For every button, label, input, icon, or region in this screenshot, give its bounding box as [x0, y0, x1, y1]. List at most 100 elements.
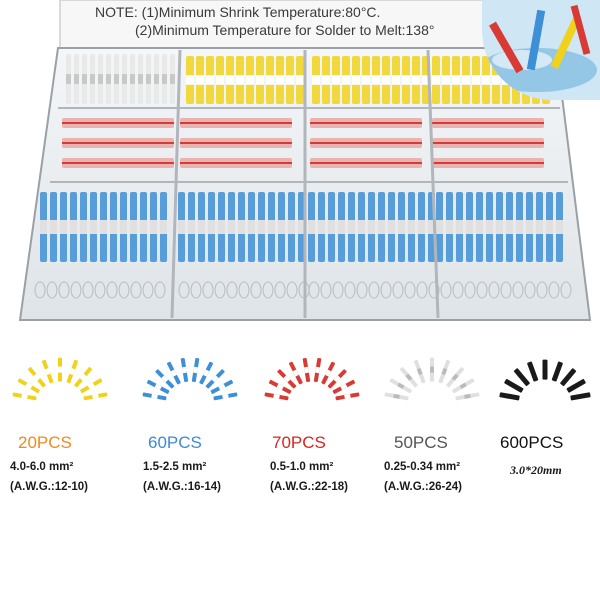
solder-band: [308, 220, 315, 234]
solder-band: [408, 220, 415, 234]
solder-band: [206, 75, 214, 85]
solder-band: [151, 393, 158, 399]
solder-band: [422, 75, 430, 85]
solder-band: [216, 75, 224, 85]
solder-band: [462, 75, 470, 85]
tube-end: [476, 281, 488, 299]
product-photo: [18, 0, 592, 321]
solder-band: [482, 75, 490, 85]
tube-end: [464, 281, 476, 299]
solder-band: [322, 75, 330, 85]
tube-end: [130, 281, 142, 299]
solder-band: [286, 75, 294, 85]
solder-band: [74, 74, 79, 84]
solder-band: [556, 220, 563, 234]
solder-band: [332, 75, 340, 85]
solder-band: [198, 220, 205, 234]
solder-band: [486, 220, 493, 234]
solder-band: [358, 220, 365, 234]
solder-band: [296, 75, 304, 85]
solder-band: [412, 75, 420, 85]
solder-band: [344, 393, 351, 399]
tube-end: [70, 281, 82, 299]
solder-band: [402, 75, 410, 85]
size-label: 0.5-1.0 mm²: [270, 461, 334, 473]
solder-band: [130, 220, 137, 234]
tube-end: [416, 281, 428, 299]
tube-end: [320, 281, 332, 299]
connector-piece: [566, 379, 586, 393]
tube-end: [344, 281, 356, 299]
solder-band: [398, 220, 405, 234]
tube-end: [286, 281, 298, 299]
tube-end: [34, 281, 46, 299]
connector-piece: [504, 379, 524, 393]
solder-band: [432, 122, 544, 124]
solder-band: [218, 220, 225, 234]
solder-band: [328, 220, 335, 234]
note-line-2: (2)Minimum Temperature for Solder to Mel…: [135, 22, 435, 38]
clear-connector-icon: [384, 357, 480, 401]
solder-band: [496, 220, 503, 234]
tube-end: [154, 281, 166, 299]
solder-band: [325, 369, 332, 377]
solder-band: [226, 75, 234, 85]
tube-end: [368, 281, 380, 299]
size-label: 4.0-6.0 mm²: [10, 461, 74, 473]
tube-end: [356, 281, 368, 299]
solder-band: [393, 393, 400, 399]
solder-band: [98, 74, 103, 84]
solder-band: [246, 75, 254, 85]
connector-piece: [551, 361, 563, 382]
inset-photo: [482, 0, 600, 100]
solder-band: [154, 383, 162, 391]
solder-band: [130, 74, 135, 84]
solder-band: [298, 220, 305, 234]
tube-end: [214, 281, 226, 299]
solder-band: [196, 75, 204, 85]
solder-band: [79, 373, 87, 381]
solder-band: [430, 366, 434, 373]
tube-end: [178, 281, 190, 299]
yellow-connector-icon: [12, 357, 108, 401]
solder-band: [248, 220, 255, 234]
solder-band: [150, 220, 157, 234]
tube-end: [106, 281, 118, 299]
solder-band: [60, 220, 67, 234]
tube-end: [226, 281, 238, 299]
solder-band: [180, 122, 292, 124]
solder-band: [154, 74, 159, 84]
solder-band: [526, 220, 533, 234]
solder-band: [258, 220, 265, 234]
solder-band: [283, 375, 291, 383]
solder-band: [456, 220, 463, 234]
note-banner: NOTE: (1)Minimum Shrink Temperature:80°C…: [0, 0, 600, 44]
tube-end: [332, 281, 344, 299]
solder-band: [92, 393, 99, 399]
count-label: 20PCS: [18, 433, 72, 452]
solder-band: [106, 74, 111, 84]
solder-band: [492, 75, 500, 85]
count-label: 50PCS: [394, 433, 448, 452]
solder-band: [288, 220, 295, 234]
connector-piece: [527, 361, 539, 382]
solder-band: [442, 75, 450, 85]
solder-band: [69, 368, 76, 376]
tube-end: [94, 281, 106, 299]
solder-band: [70, 220, 77, 234]
solder-band: [368, 220, 375, 234]
awg-label: (A.W.G.:16-14): [143, 481, 221, 493]
solder-band: [466, 220, 473, 234]
solder-band: [292, 369, 299, 377]
solder-band: [87, 382, 95, 390]
solder-band: [536, 220, 543, 234]
tube-end: [118, 281, 130, 299]
solder-band: [50, 220, 57, 234]
connector-piece: [560, 368, 577, 387]
solder-band: [82, 74, 87, 84]
solder-band: [256, 75, 264, 85]
solder-band: [405, 373, 413, 381]
solder-band: [318, 220, 325, 234]
solder-band: [446, 220, 453, 234]
solder-band: [278, 220, 285, 234]
